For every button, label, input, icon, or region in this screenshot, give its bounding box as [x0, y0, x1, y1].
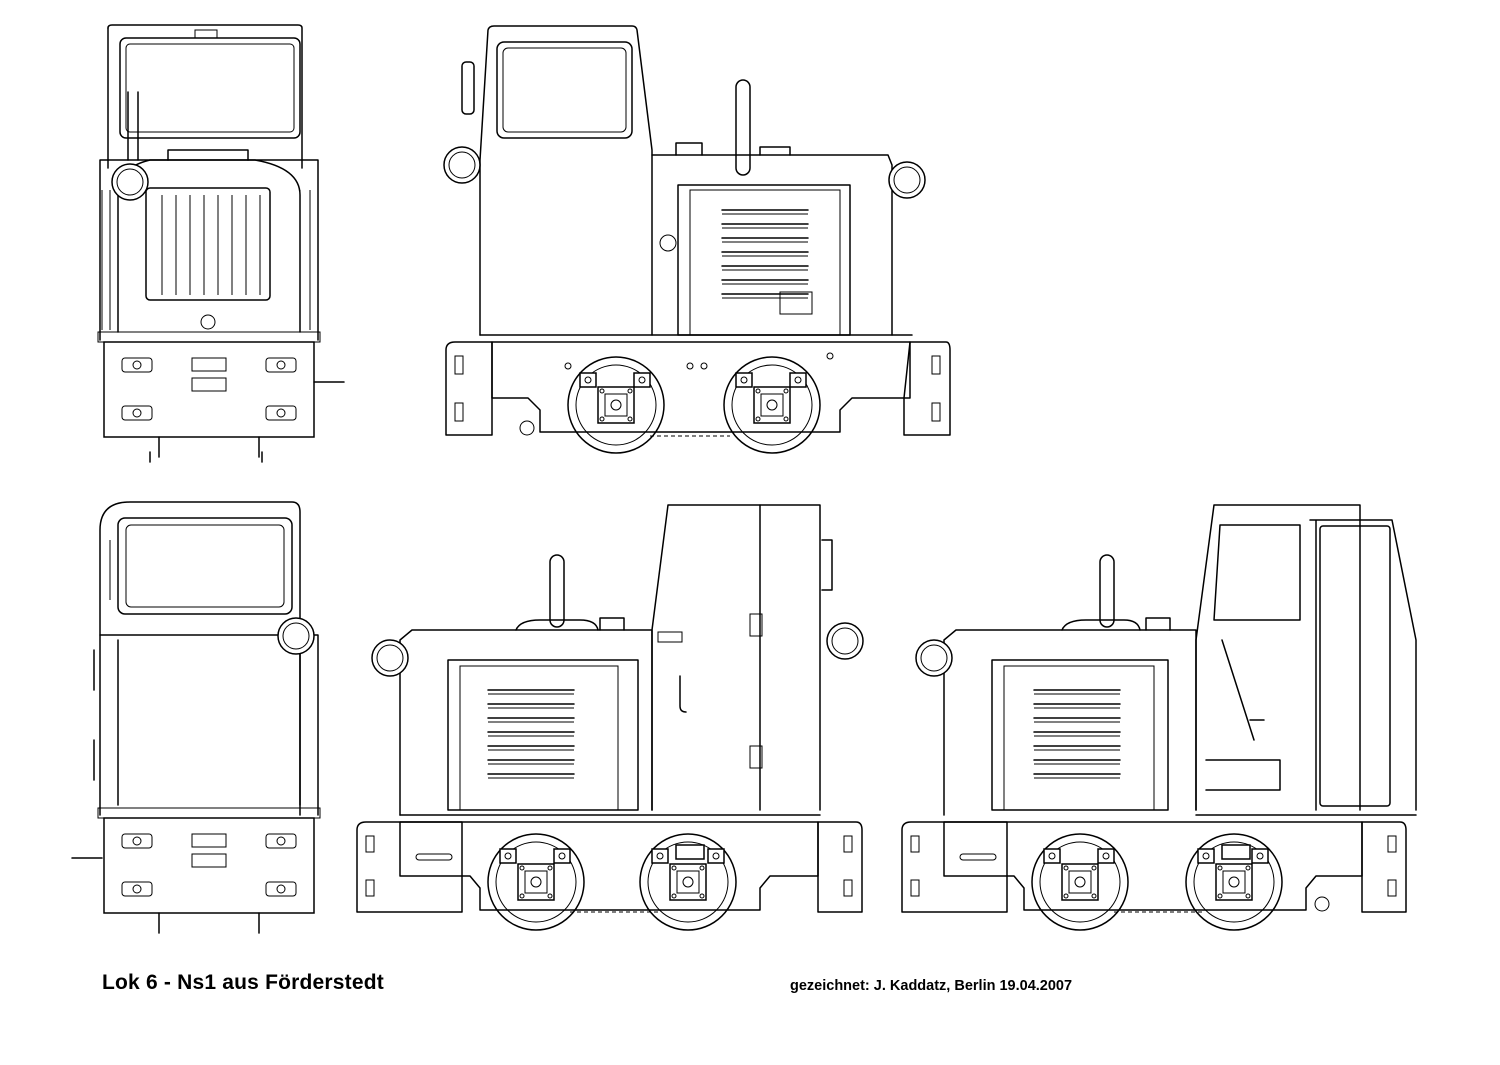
drawing-title: Lok 6 - Ns1 aus Förderstedt: [102, 971, 384, 994]
front-view: [97, 24, 345, 463]
side-view-open-cab: [901, 504, 1417, 931]
drawing-credit: gezeichnet: J. Kaddatz, Berlin 19.04.200…: [790, 978, 1073, 994]
side-view-closed: [356, 504, 864, 931]
rear-view: [71, 501, 321, 934]
side-view-top: [443, 25, 951, 454]
